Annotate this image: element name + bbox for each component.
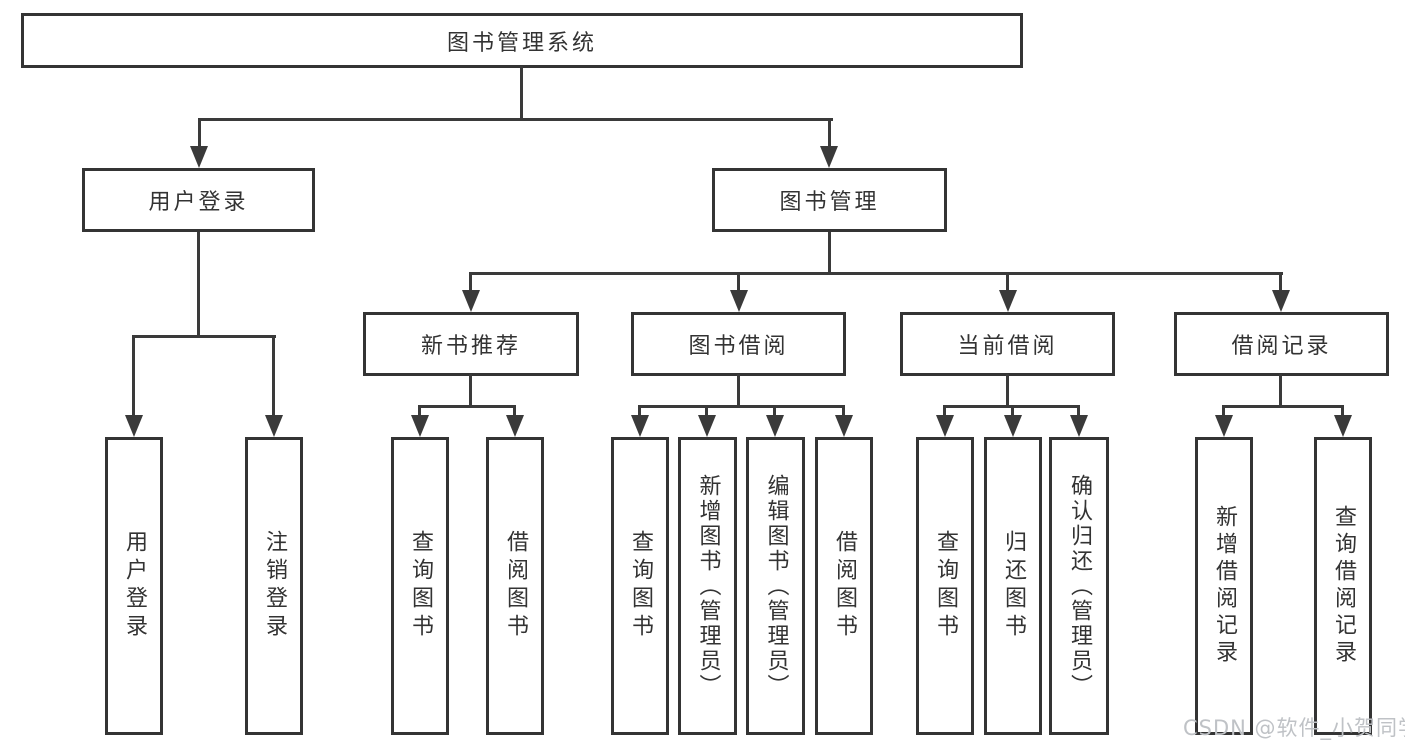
connector-drop-current-borrowing [1006,272,1009,292]
leaf-return-books-label: 归还图书 [1001,530,1026,642]
node-current-borrowing: 当前借阅 [900,312,1115,376]
connector-drop-user-login [198,118,201,148]
leaf-add-borrow-record-label: 新增借阅记录 [1212,505,1237,667]
arrow-down-icon [766,415,784,437]
leaf-user-login-action: 用户登录 [105,437,163,735]
connector-drop-leaf [638,405,641,417]
connector-borrowing-trunk [737,374,740,408]
leaf-add-books-admin-label: 新增图书（管理员） [695,473,721,699]
leaf-return-books: 归还图书 [984,437,1042,735]
arrow-down-icon [631,415,649,437]
leaf-query-borrow-record-label: 查询借阅记录 [1331,505,1356,667]
connector-drop-leaf [1011,405,1014,417]
arrow-down-icon [936,415,954,437]
arrow-down-icon [1070,415,1088,437]
node-book-management: 图书管理 [712,168,947,232]
connector-drop-borrowing-records [1279,272,1282,292]
node-root: 图书管理系统 [21,13,1023,68]
leaf-query-books-recommend-label: 查询图书 [408,530,433,642]
connector-drop-leaf [943,405,946,417]
leaf-logout-action-label: 注销登录 [262,530,287,642]
node-new-book-recommend-label: 新书推荐 [420,334,521,359]
leaf-borrow-books-borrowing: 借阅图书 [815,437,873,735]
node-borrowing-records-label: 借阅记录 [1231,334,1332,359]
arrow-down-icon [506,415,524,437]
node-user-login: 用户登录 [82,168,315,232]
leaf-query-books-recommend: 查询图书 [391,437,449,735]
arrow-down-icon [1272,290,1290,312]
leaf-borrow-books-borrowing-label: 借阅图书 [832,530,857,642]
leaf-query-borrow-record: 查询借阅记录 [1314,437,1372,735]
node-book-borrowing-label: 图书借阅 [688,334,789,359]
connector-book-management-trunk [828,232,831,275]
leaf-add-books-admin: 新增图书（管理员） [678,437,737,735]
arrow-down-icon [1004,415,1022,437]
connector-current-trunk [1006,374,1009,408]
connector-drop-leaf [1341,405,1344,417]
node-book-borrowing: 图书借阅 [631,312,846,376]
connector-recommend-trunk [469,374,472,408]
arrow-down-icon [1215,415,1233,437]
connector-drop-leaf [773,405,776,417]
leaf-query-books-borrowing-label: 查询图书 [628,530,653,642]
node-user-login-label: 用户登录 [148,190,249,215]
connector-drop-leaf [705,405,708,417]
connector-level3-bar [470,272,1283,275]
connector-drop-leaf [1222,405,1225,417]
leaf-confirm-return-admin: 确认归还（管理员） [1049,437,1109,735]
arrow-down-icon [999,290,1017,312]
arrow-down-icon [698,415,716,437]
leaf-borrow-books-recommend-label: 借阅图书 [503,530,528,642]
leaf-edit-books-admin: 编辑图书（管理员） [746,437,805,735]
node-new-book-recommend: 新书推荐 [363,312,579,376]
node-root-label: 图书管理系统 [446,30,597,56]
arrow-down-icon [411,415,429,437]
connector-drop-book-management [828,118,831,148]
arrow-down-icon [730,290,748,312]
arrow-down-icon [835,415,853,437]
connector-records-bar [1222,405,1344,408]
arrow-down-icon [125,415,143,437]
node-current-borrowing-label: 当前借阅 [957,334,1058,359]
connector-drop-leaf [842,405,845,417]
csdn-watermark: CSDN @软件_小贺同学 [1183,716,1405,740]
leaf-query-books-current-label: 查询图书 [933,530,958,642]
connector-drop-leaf [1077,405,1080,417]
leaf-query-books-borrowing: 查询图书 [611,437,669,735]
node-borrowing-records: 借阅记录 [1174,312,1389,376]
connector-recommend-bar [418,405,516,408]
connector-user-login-trunk [197,232,200,337]
connector-root-trunk [520,66,523,120]
connector-drop-book-borrowing [737,272,740,292]
leaf-user-login-action-label: 用户登录 [122,530,147,642]
arrow-down-icon [820,146,838,168]
leaf-edit-books-admin-label: 编辑图书（管理员） [763,473,789,699]
leaf-borrow-books-recommend: 借阅图书 [486,437,544,735]
arrow-down-icon [265,415,283,437]
arrow-down-icon [462,290,480,312]
connector-borrowing-bar [638,405,845,408]
leaf-query-books-current: 查询图书 [916,437,974,735]
connector-drop-leaf [418,405,421,417]
leaf-add-borrow-record: 新增借阅记录 [1195,437,1253,735]
connector-user-login-bar [133,335,276,338]
connector-drop-logout-leaf [272,335,275,417]
node-book-management-label: 图书管理 [779,190,880,215]
leaf-confirm-return-admin-label: 确认归还（管理员） [1067,473,1092,699]
connector-drop-leaf [513,405,516,417]
leaf-logout-action: 注销登录 [245,437,303,735]
arrow-down-icon [1334,415,1352,437]
connector-drop-user-login-leaf [132,335,135,417]
arrow-down-icon [190,146,208,168]
connector-level2-bar [198,118,833,121]
connector-drop-new-book-recommend [469,272,472,292]
connector-records-trunk [1279,374,1282,408]
